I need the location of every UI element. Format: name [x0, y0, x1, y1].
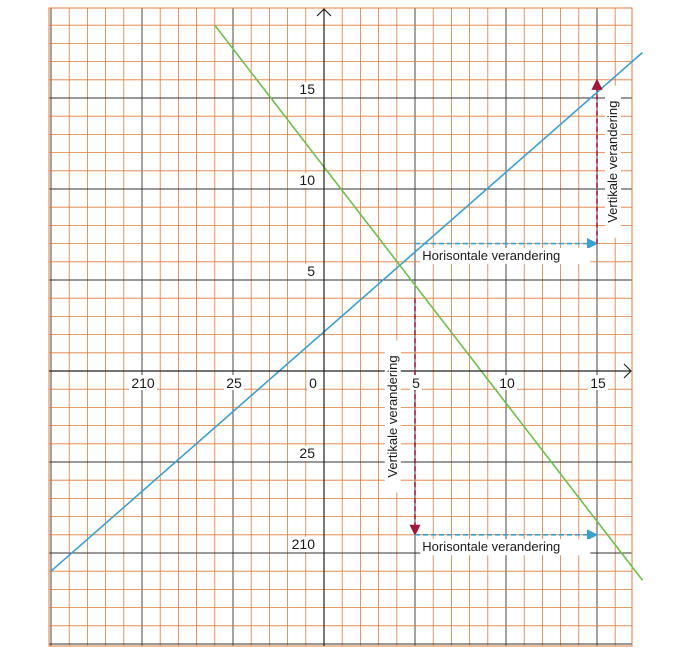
tick-label-backdrop — [410, 375, 422, 390]
tick-labels: 210 25 0 5 10 15 15 10 5 25 210 — [129, 81, 608, 552]
tick-label-backdrop — [297, 173, 317, 188]
grid-border — [48, 7, 633, 647]
label-backdrop — [420, 539, 591, 556]
x-tick-label: 25 — [226, 375, 242, 391]
y-tick-label: 10 — [299, 172, 315, 188]
label-backdrop — [384, 340, 401, 493]
tick-label-backdrop — [305, 264, 317, 279]
x-tick-label: 0 — [309, 375, 317, 391]
y-tick-label: 5 — [307, 263, 315, 279]
tick-label-backdrop — [297, 446, 317, 461]
horizontal-change-label: Horisontale verandering — [422, 248, 560, 263]
y-tick-label: 25 — [299, 445, 315, 461]
tick-label-backdrop — [588, 375, 608, 390]
x-axis-arrow-icon — [623, 363, 632, 379]
vertical-change-label: Vertikale verandering — [605, 101, 620, 223]
tick-label-backdrop — [289, 537, 317, 552]
tick-label-backdrop — [307, 375, 319, 390]
tick-label-backdrop — [497, 375, 517, 390]
x-tick-label: 10 — [499, 375, 515, 391]
horizontal-change-label: Horisontale verandering — [422, 539, 560, 554]
label-backdrop — [420, 247, 591, 264]
y-tick-label: 210 — [292, 536, 316, 552]
tick-label-backdrop — [224, 375, 244, 390]
lines — [50, 24, 644, 581]
tick-label-backdrop — [297, 82, 317, 97]
x-tick-label: 210 — [131, 375, 155, 391]
x-tick-label: 5 — [412, 375, 420, 391]
label-backdrop — [605, 85, 622, 238]
y-axis-arrow-icon — [316, 8, 332, 17]
y-tick-label: 15 — [299, 81, 315, 97]
tick-label-backdrop — [129, 375, 157, 390]
x-tick-label: 15 — [590, 375, 606, 391]
axes — [49, 8, 632, 646]
series-line-blue — [50, 51, 644, 572]
vertical-change-label: Vertikale verandering — [385, 355, 400, 477]
series-line-green — [214, 24, 644, 581]
